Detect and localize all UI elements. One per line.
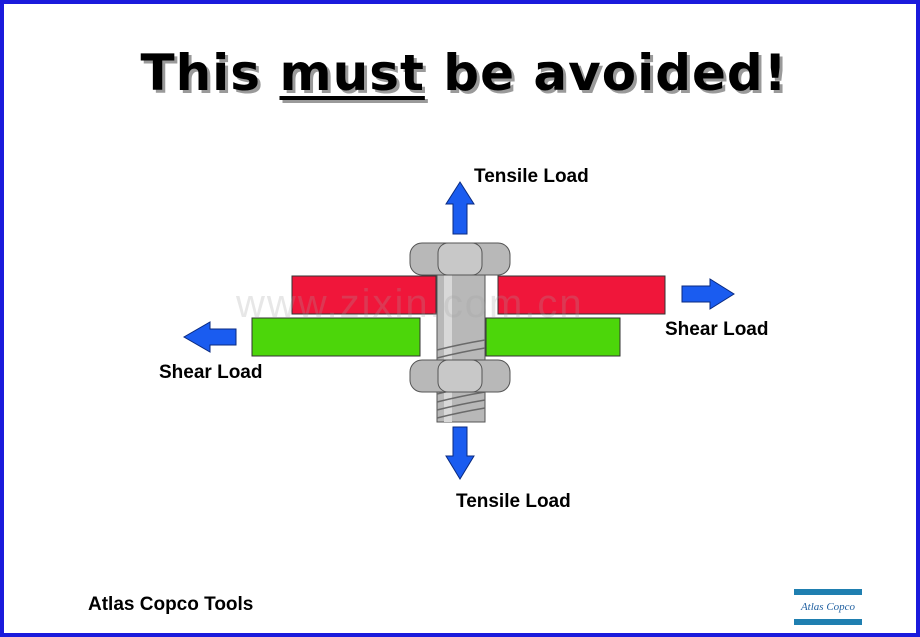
arrow-down-icon: [445, 426, 475, 480]
title-rest: be avoided!: [443, 44, 788, 102]
footer-company: Atlas Copco Tools: [88, 594, 254, 615]
logo-band-bottom: [794, 619, 862, 625]
arrow-right-icon: [681, 278, 735, 310]
watermark: www.zixin.com.cn: [236, 282, 584, 326]
logo-text: Atlas Copco: [800, 601, 856, 613]
upper-plate-right: [497, 275, 666, 315]
title-word-this: This: [140, 44, 262, 102]
logo-band-top: [794, 589, 862, 595]
lower-plate-left: [251, 317, 421, 357]
bolt-joint-diagram: [182, 181, 735, 480]
tensile-load-top-label: Tensile Load: [474, 166, 589, 187]
arrow-left-icon: [182, 321, 237, 353]
upper-plate-left: [291, 275, 437, 315]
atlas-copco-logo: Atlas Copco: [794, 589, 862, 625]
lower-plate-right: [485, 317, 621, 357]
arrow-up-icon: [445, 181, 475, 235]
bolt-nut: [409, 359, 511, 393]
shear-load-right-label: Shear Load: [665, 319, 769, 340]
shear-load-left-label: Shear Load: [159, 362, 263, 383]
tensile-load-bottom-label: Tensile Load: [456, 491, 571, 512]
bolt-head: [409, 242, 511, 276]
title-word-must: must: [279, 44, 425, 102]
slide-title: This must be avoided!: [4, 44, 916, 102]
